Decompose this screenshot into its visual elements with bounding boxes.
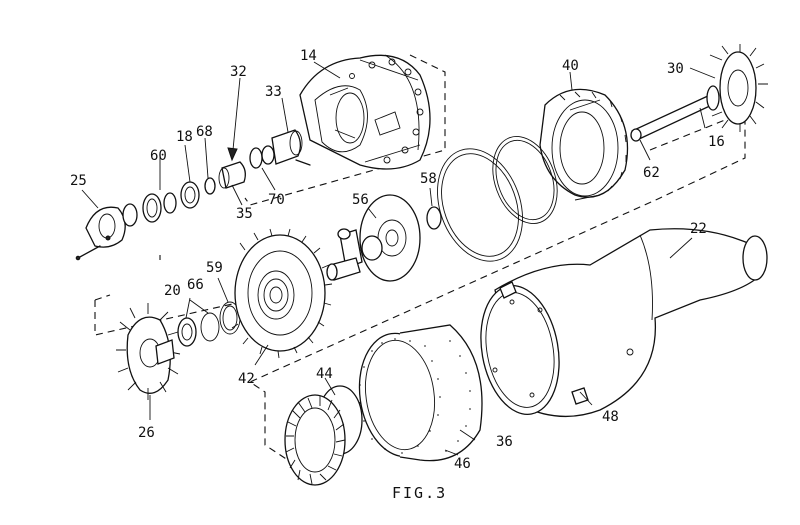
label-26: 26 xyxy=(138,425,155,441)
impeller-part-26 xyxy=(116,303,181,400)
label-18: 18 xyxy=(176,129,193,145)
label-16: 16 xyxy=(708,134,725,150)
label-68: 68 xyxy=(196,124,213,140)
label-14: 14 xyxy=(300,48,317,64)
label-66: 66 xyxy=(187,277,204,293)
diffuser-part-42 xyxy=(231,228,333,359)
label-46: 46 xyxy=(454,456,471,472)
seal-ring-part-58 xyxy=(426,206,442,230)
bearing-ring-stack xyxy=(122,145,275,227)
sleeve-part-33 xyxy=(271,129,311,166)
label-60: 60 xyxy=(150,148,167,164)
label-40: 40 xyxy=(562,58,579,74)
leader-lines xyxy=(81,61,716,456)
label-42: 42 xyxy=(238,371,255,387)
label-48: 48 xyxy=(602,409,619,425)
label-56: 56 xyxy=(352,192,369,208)
label-70: 70 xyxy=(268,192,285,208)
o-ring xyxy=(492,136,558,224)
label-58: 58 xyxy=(420,171,437,187)
label-22: 22 xyxy=(690,221,707,237)
vaned-ring-part-44 xyxy=(284,385,363,486)
injector-part-56 xyxy=(326,194,421,282)
nozzle-ring-part-40 xyxy=(539,88,629,201)
label-20: 20 xyxy=(164,283,181,299)
label-35: 35 xyxy=(236,206,253,222)
rings-20-66-59 xyxy=(177,301,241,347)
label-36: 36 xyxy=(496,434,513,450)
label-33: 33 xyxy=(265,84,282,100)
housing-part-14 xyxy=(299,54,431,170)
outer-casing-part-48 xyxy=(480,228,768,418)
label-30: 30 xyxy=(667,61,684,77)
label-25: 25 xyxy=(70,173,87,189)
gasket xyxy=(437,148,523,262)
figure-caption: FIG.3 xyxy=(392,484,447,502)
nose-cone-part-25 xyxy=(75,206,126,261)
label-59: 59 xyxy=(206,260,223,276)
part-labels: 14 32 33 40 30 18 68 60 25 35 70 62 16 5… xyxy=(70,48,725,472)
label-44: 44 xyxy=(316,366,333,382)
combustor-liner-part-46 xyxy=(358,324,483,462)
label-62: 62 xyxy=(643,165,660,181)
turbine-wheel-part-30 xyxy=(706,44,768,132)
label-32: 32 xyxy=(230,64,247,80)
turbine-shaft-part-16 xyxy=(630,94,715,142)
